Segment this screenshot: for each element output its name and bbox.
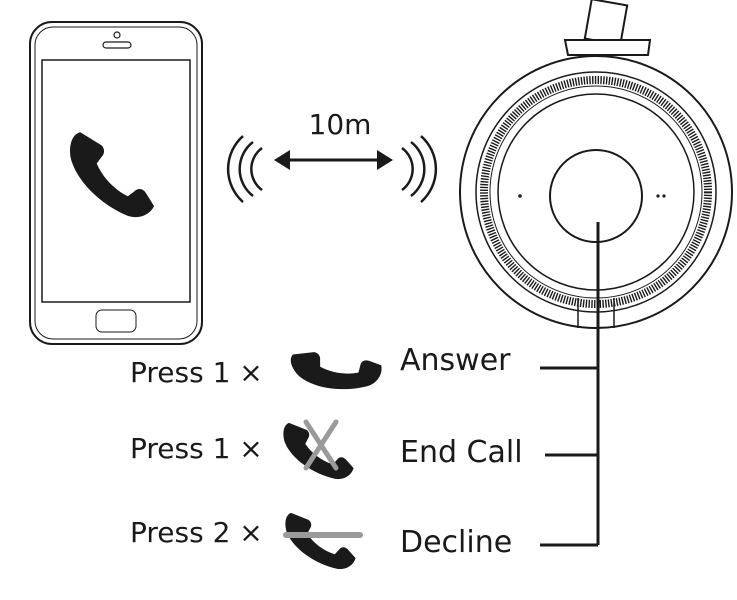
phone-screen (41, 59, 191, 303)
multifunction-button (549, 149, 643, 243)
earcup-bottom-notch (577, 298, 615, 328)
phone-body-inner (34, 26, 198, 340)
earcup-ridged-ring-edge (489, 85, 703, 299)
action-label-end-call: End Call (400, 435, 523, 470)
headphone-earcup (459, 0, 733, 329)
action-label-answer: Answer (400, 343, 511, 378)
earcup-ridged-ring (480, 76, 712, 308)
earcup-rim (475, 71, 717, 313)
headband-connector (583, 0, 629, 46)
phone-camera (113, 31, 121, 39)
decline-phone-icon (283, 503, 358, 578)
action-label-decline: Decline (400, 525, 512, 560)
signal-waves-left (226, 135, 263, 203)
phone-speaker (102, 41, 132, 49)
press-label-decline: Press 2 × (130, 516, 263, 549)
indicator-dot-left (518, 194, 522, 198)
phone-home-button (95, 309, 137, 333)
distance-label: 10m (309, 108, 372, 141)
end-call-cross-mark (303, 419, 339, 471)
answer-phone-icon (285, 315, 388, 417)
signal-waves-right (401, 135, 438, 203)
smartphone (29, 21, 203, 345)
indicator-dot-right-1 (656, 194, 660, 198)
press-label-answer: Press 1 × (130, 356, 263, 389)
distance-arrow (274, 150, 393, 170)
indicator-dot-right-2 (662, 194, 666, 198)
headband-slider (563, 39, 652, 56)
press-label-end-call: Press 1 × (130, 432, 263, 465)
leader-lines (540, 222, 600, 547)
